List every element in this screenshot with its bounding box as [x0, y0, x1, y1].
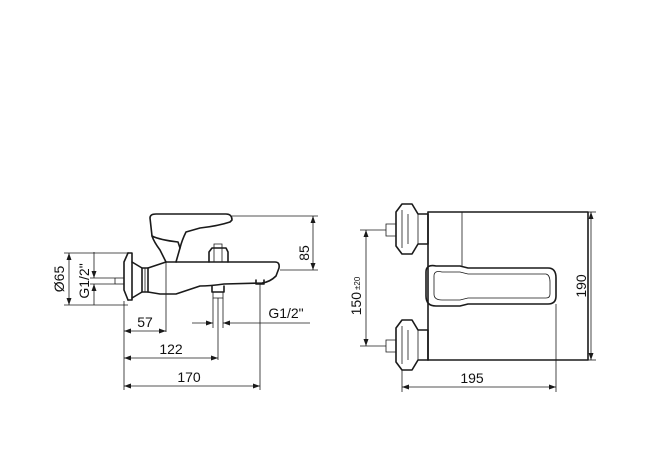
dim-195: 195 — [401, 304, 557, 392]
dim-150-tolerance: ±20 — [353, 276, 362, 290]
dim-thread-bottom-label: G1/2" — [268, 305, 303, 321]
dim-thread-left-label: G1/2" — [76, 263, 92, 298]
dim-150: 150 ±20 — [348, 229, 386, 347]
dim-thread-left: G1/2" — [76, 252, 115, 305]
dim-thread-bottom: G1/2" — [192, 298, 310, 328]
dim-57-label: 57 — [137, 314, 153, 330]
lower-eccentric — [385, 319, 429, 371]
mixer-body — [141, 213, 280, 299]
dim-170-label: 170 — [177, 369, 201, 385]
front-view: 150 ±20 190 195 — [348, 203, 596, 392]
dim-57: 57 — [124, 314, 166, 334]
dim-170: 170 — [124, 369, 260, 389]
dim-85: 85 — [232, 215, 318, 271]
wall-connector — [114, 252, 143, 301]
upper-eccentric — [385, 203, 429, 255]
dim-190-label: 190 — [573, 274, 589, 298]
dim-diameter-label: Ø65 — [51, 266, 67, 293]
dim-195-label: 195 — [460, 370, 484, 386]
dim-190: 190 — [573, 211, 596, 361]
mixer-front-body — [425, 211, 589, 361]
dim-122: 122 — [124, 341, 218, 361]
dim-150-label: 150 — [348, 292, 364, 316]
dim-diameter-65: Ø65 — [51, 252, 128, 306]
side-view: 57 122 170 Ø65 — [51, 213, 318, 390]
dim-122-label: 122 — [159, 341, 183, 357]
dim-85-label: 85 — [296, 245, 312, 261]
